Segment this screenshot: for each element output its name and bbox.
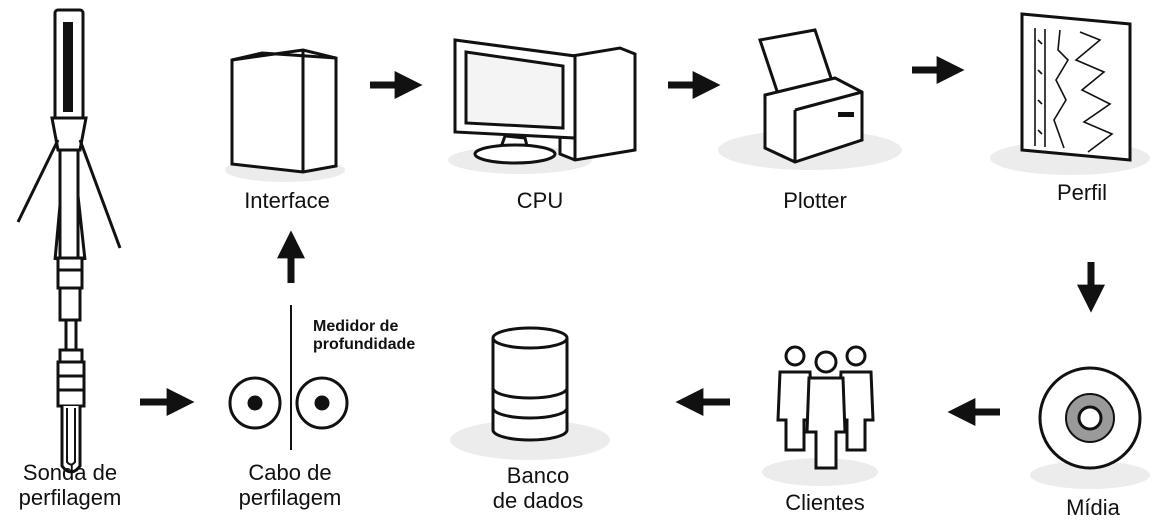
label-perfil: Perfil — [1056, 180, 1108, 205]
cable-reels-icon — [228, 305, 349, 450]
label-medidor-line2: profundidade — [313, 336, 416, 353]
label-banco-line2: de dados — [492, 488, 584, 513]
label-interface: Interface — [244, 188, 330, 213]
label-cabo-line1: Cabo de — [248, 460, 332, 485]
label-cabo-line2: perfilagem — [238, 485, 342, 510]
label-cpu: CPU — [516, 188, 564, 213]
label-sonda: Sonda de perfilagem — [19, 460, 122, 510]
flow-arrows — [140, 56, 1105, 426]
label-plotter: Plotter — [783, 188, 847, 213]
label-cabo: Cabo de perfilagem — [239, 460, 342, 510]
log-printout-icon — [990, 12, 1150, 175]
logging-probe-icon — [16, 8, 122, 474]
label-sonda-line1: Sonda de — [22, 460, 118, 485]
media-disc-icon — [1030, 366, 1150, 489]
plotter-icon — [718, 28, 902, 170]
label-clientes: Clientes — [785, 490, 865, 515]
interface-box-icon — [225, 48, 345, 182]
label-sonda-line2: perfilagem — [18, 485, 122, 510]
computer-icon — [448, 38, 637, 174]
label-medidor: Medidor de profundidade — [313, 318, 415, 354]
clients-group-icon — [762, 345, 878, 486]
label-banco-line1: Banco — [506, 463, 570, 488]
label-medidor-line1: Medidor de — [313, 318, 399, 335]
label-midia: Mídia — [1066, 495, 1120, 520]
label-banco: Banco de dados — [493, 463, 584, 513]
database-icon — [450, 326, 610, 460]
